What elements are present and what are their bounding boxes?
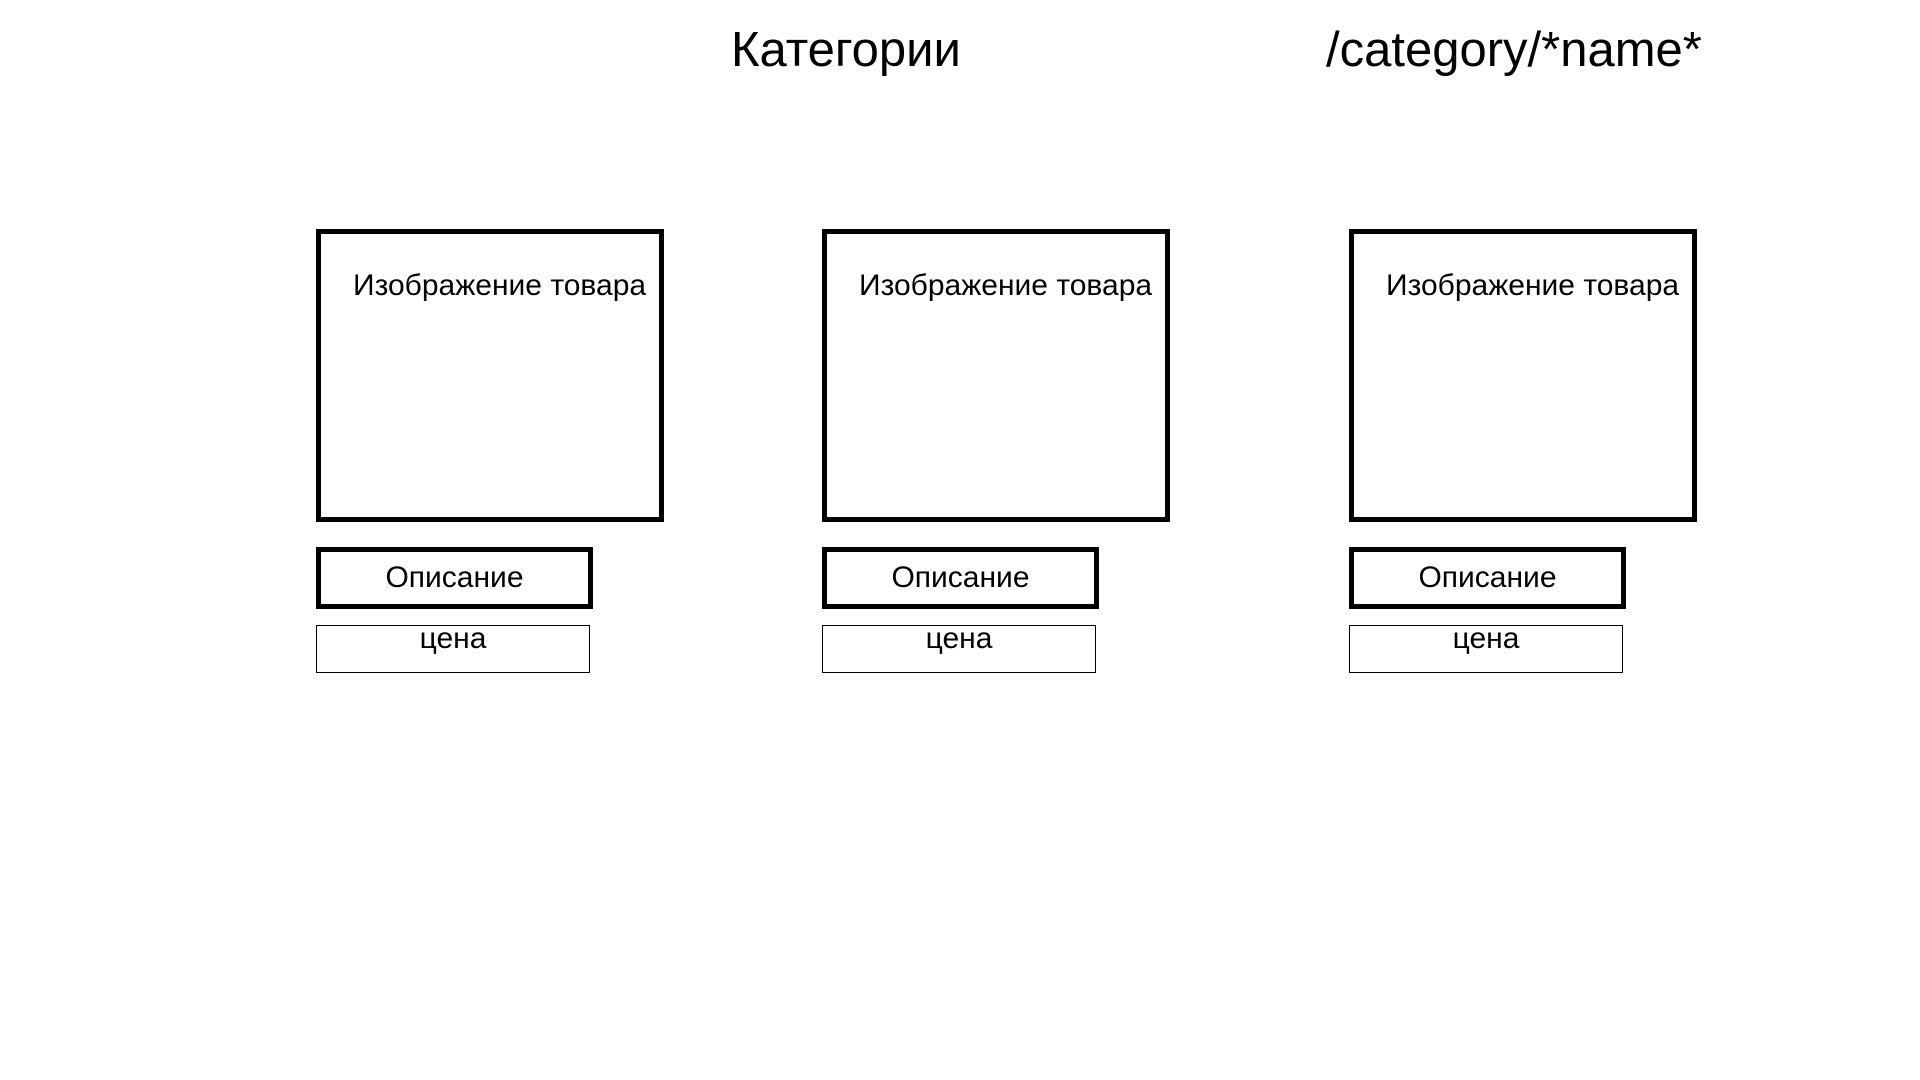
product-price: цена [419,622,487,655]
product-description-box: Описание [1349,547,1626,609]
product-description-box: Описание [316,547,593,609]
product-image-label: Изображение товара [1386,269,1680,302]
product-image-label: Изображение товара [859,269,1153,302]
product-price-box: цена [316,622,590,673]
product-card[interactable]: Изображение товара Описание цена [1349,229,1697,674]
route-label: /category/*name* [1326,23,1702,77]
product-price-box: цена [822,622,1096,673]
product-image-label: Изображение товара [353,269,647,302]
product-description-box: Описание [822,547,1099,609]
product-description: Описание [1418,561,1557,594]
product-description: Описание [891,561,1030,594]
page-title: Категории [731,23,961,77]
product-price: цена [1452,622,1520,655]
product-price-box: цена [1349,622,1623,673]
product-card[interactable]: Изображение товара Описание цена [316,229,664,674]
product-card[interactable]: Изображение товара Описание цена [822,229,1170,674]
product-price: цена [925,622,993,655]
product-image-placeholder[interactable]: Изображение товара [822,229,1170,522]
product-description: Описание [385,561,524,594]
product-image-placeholder[interactable]: Изображение товара [1349,229,1697,522]
product-image-placeholder[interactable]: Изображение товара [316,229,664,522]
